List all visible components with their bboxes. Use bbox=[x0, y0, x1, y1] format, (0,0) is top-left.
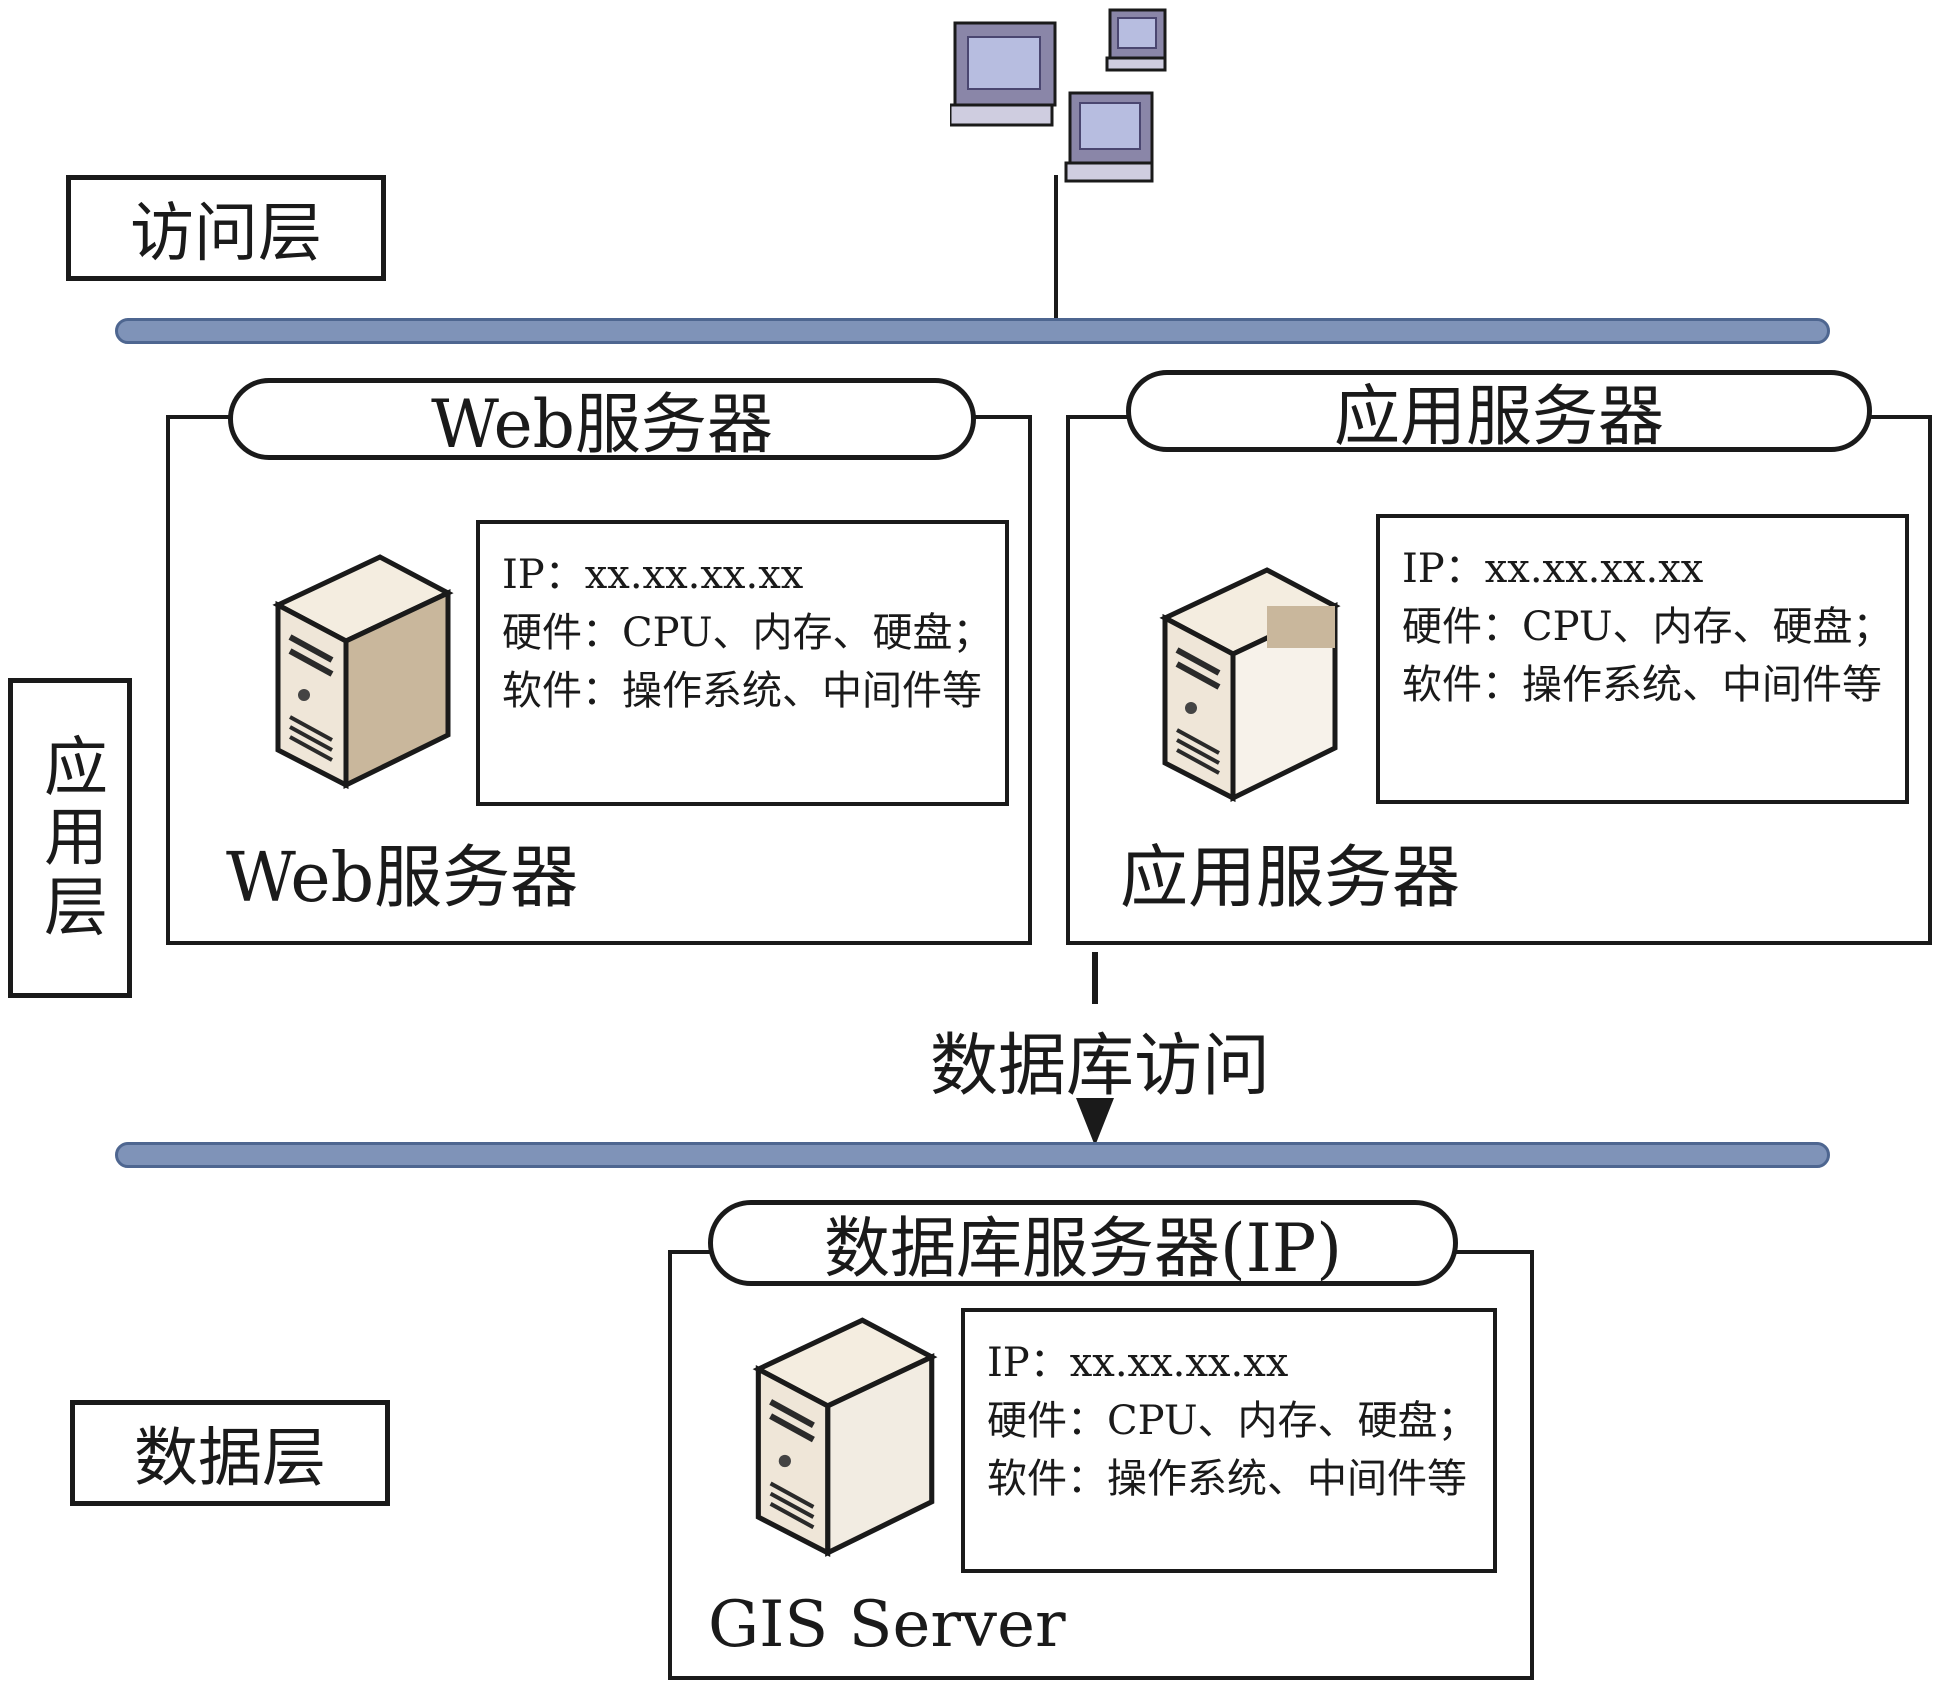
server-tower-icon bbox=[1159, 567, 1341, 803]
server-hardware-text: 硬件：CPU、内存、硬盘； bbox=[502, 610, 993, 656]
server-software-text: 软件：操作系统、中间件等 bbox=[502, 668, 982, 714]
server-software-text: 软件：操作系统、中间件等 bbox=[1402, 662, 1882, 708]
db-server-caption: GIS Server bbox=[708, 1588, 1066, 1662]
access-network-bus bbox=[115, 318, 1830, 344]
web-server-header: Web服务器 bbox=[228, 378, 976, 463]
server-ip-text: IP：xx.xx.xx.xx bbox=[502, 552, 804, 598]
db-access-connector-line bbox=[1092, 952, 1098, 1004]
web-server-caption: Web服务器 bbox=[226, 839, 579, 918]
data-network-bus bbox=[115, 1142, 1830, 1168]
computer-terminal-icon bbox=[1105, 8, 1167, 72]
computer-terminal-icon bbox=[950, 21, 1057, 127]
app-server-info-box: IP：xx.xx.xx.xx 硬件：CPU、内存、硬盘； 软件：操作系统、中间件… bbox=[1376, 514, 1909, 804]
client-computers-icon bbox=[950, 8, 1167, 183]
web-server-info-box: IP：xx.xx.xx.xx 硬件：CPU、内存、硬盘； 软件：操作系统、中间件… bbox=[476, 520, 1009, 806]
app-server-caption: 应用服务器 bbox=[1120, 839, 1461, 918]
server-software-text: 软件：操作系统、中间件等 bbox=[987, 1456, 1467, 1502]
data-layer-label: 数据层 bbox=[70, 1400, 390, 1506]
arrow-down-icon bbox=[1076, 1098, 1114, 1146]
server-tower-icon bbox=[752, 1317, 938, 1557]
application-layer-label: 应用层 bbox=[8, 678, 132, 998]
db-server-header: 数据库服务器(IP) bbox=[708, 1200, 1458, 1287]
client-connector-line bbox=[1054, 175, 1058, 323]
server-hardware-text: 硬件：CPU、内存、硬盘； bbox=[1402, 604, 1893, 650]
server-ip-text: IP：xx.xx.xx.xx bbox=[987, 1340, 1289, 1386]
server-hardware-text: 硬件：CPU、内存、硬盘； bbox=[987, 1398, 1478, 1444]
server-ip-text: IP：xx.xx.xx.xx bbox=[1402, 546, 1704, 592]
app-server-header: 应用服务器 bbox=[1126, 370, 1872, 455]
access-layer-label: 访问层 bbox=[66, 175, 386, 281]
db-access-label: 数据库访问 bbox=[930, 1027, 1271, 1106]
server-tower-icon bbox=[272, 554, 454, 790]
computer-terminal-icon bbox=[1064, 91, 1154, 183]
db-server-info-box: IP：xx.xx.xx.xx 硬件：CPU、内存、硬盘； 软件：操作系统、中间件… bbox=[961, 1308, 1497, 1573]
